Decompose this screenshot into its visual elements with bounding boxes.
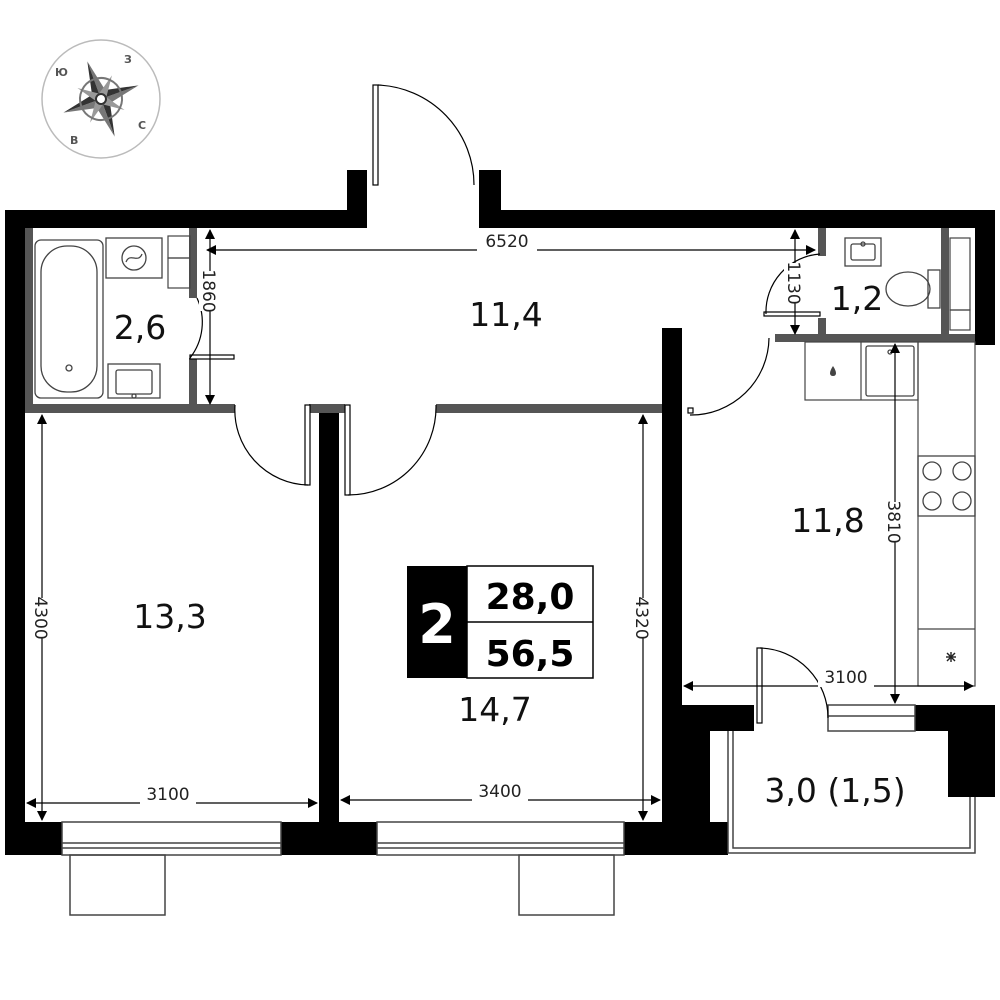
- compass-icon: З Ю В С: [41, 39, 161, 159]
- room-area-living: 14,7: [458, 690, 531, 729]
- dim-living-height: 4320: [631, 596, 651, 639]
- water-heater-icon: [830, 366, 836, 376]
- room-area-bath: 2,6: [114, 308, 166, 347]
- partitions: [25, 228, 975, 413]
- dim-living-width: 3400: [478, 782, 521, 802]
- dim-hall-width: 6520: [485, 232, 528, 252]
- bath-sink-icon: [107, 363, 161, 399]
- compass-north-label: З: [124, 53, 132, 66]
- badge-room-count: 2: [418, 593, 456, 656]
- dim-kitchen-width: 3100: [824, 668, 867, 688]
- room-area-kitchen: 11,8: [791, 501, 864, 540]
- dim-kitchen-height: 3810: [883, 500, 903, 543]
- compass-east-label: С: [138, 119, 146, 132]
- fridge-icon: [946, 652, 956, 662]
- windows: [61, 704, 976, 916]
- apartment-badge: 2 28,0 56,5: [407, 565, 594, 679]
- bath-cabinet: [167, 235, 191, 289]
- dim-wc-height: 1130: [783, 261, 803, 304]
- washing-machine-icon: [105, 237, 163, 279]
- toilet-icon: [885, 269, 941, 309]
- dim-bath-height: 1860: [198, 269, 218, 312]
- room-area-bedroom: 13,3: [133, 597, 206, 636]
- room-area-hall: 11,4: [469, 295, 542, 334]
- room-area-wc: 1,2: [831, 279, 883, 318]
- bathtub-icon: [34, 239, 104, 399]
- dim-bedroom-height: 4300: [30, 596, 50, 639]
- compass-west-label: Ю: [55, 66, 68, 79]
- compass-south-label: В: [70, 134, 78, 147]
- badge-total-area: 56,5: [486, 634, 575, 675]
- kitchen-sink-icon: [865, 345, 915, 397]
- exterior-walls: [5, 170, 995, 855]
- wc-sink-icon: [844, 237, 882, 267]
- badge-living-area: 28,0: [486, 577, 575, 618]
- wc-cabinet: [949, 237, 971, 331]
- stove-icon: [917, 455, 976, 517]
- dim-bedroom-width: 3100: [146, 785, 189, 805]
- room-area-balcony: 3,0 (1,5): [764, 771, 905, 810]
